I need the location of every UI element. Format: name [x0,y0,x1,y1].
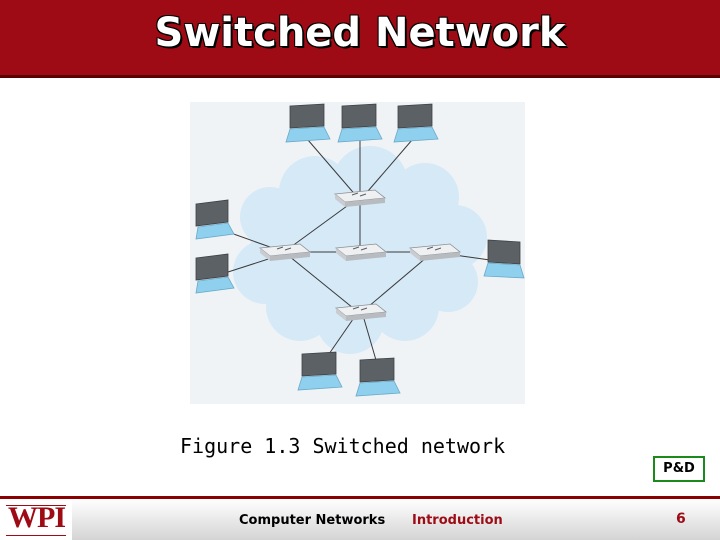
logo-rule-bottom [6,535,66,536]
switch-right [408,243,462,261]
laptop-top-3 [393,103,439,143]
switch-center [334,243,388,261]
switched-network-diagram [190,102,525,404]
logo-rule-top [6,505,66,506]
laptop-left-2 [195,253,235,294]
footer-topic: Introduction [412,513,503,528]
footer-divider [0,496,720,499]
switch-top [333,189,387,207]
wpi-logo: WPI [0,499,72,540]
laptop-top-2 [337,103,383,143]
figure-caption: Figure 1.3 Switched network [180,434,506,458]
footer-course: Computer Networks [239,513,386,528]
page-number: 6 [676,511,686,527]
wpi-logo-text: WPI [8,501,66,534]
network-cloud [233,146,487,354]
network-diagram-svg [195,103,525,397]
laptop-bottom-2 [355,357,401,397]
laptop-right [483,239,525,279]
slide-title: Switched Network [154,10,566,56]
title-bar: Switched Network [0,0,720,78]
laptop-top-1 [285,103,331,143]
slide-footer: WPI Computer Networks Introduction 6 [0,499,720,540]
switch-bottom [334,303,388,321]
laptop-left-1 [195,199,235,240]
pd-badge: P&D [653,456,705,482]
switch-left [258,243,312,261]
laptop-bottom-1 [297,351,343,391]
